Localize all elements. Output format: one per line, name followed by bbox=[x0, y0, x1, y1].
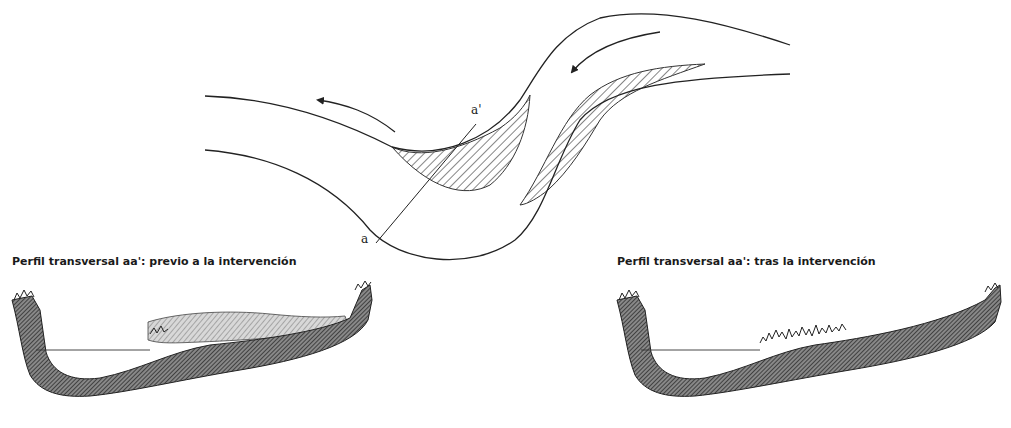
point-bar bbox=[392, 95, 530, 191]
profile-title: Perfil transversal aa': previo a la inte… bbox=[12, 256, 297, 268]
profile-title: Perfil transversal aa': tras la interven… bbox=[617, 256, 876, 268]
profile-after bbox=[617, 283, 1001, 396]
river-bank bbox=[205, 14, 790, 151]
point-bar bbox=[520, 64, 705, 205]
flow-arrow bbox=[572, 32, 660, 72]
section-end-label: a bbox=[361, 233, 368, 246]
profile-before bbox=[12, 281, 372, 396]
section-end-label: a' bbox=[471, 104, 481, 117]
river-bank bbox=[205, 74, 790, 260]
flow-arrow bbox=[318, 100, 395, 132]
section-line bbox=[376, 124, 476, 243]
